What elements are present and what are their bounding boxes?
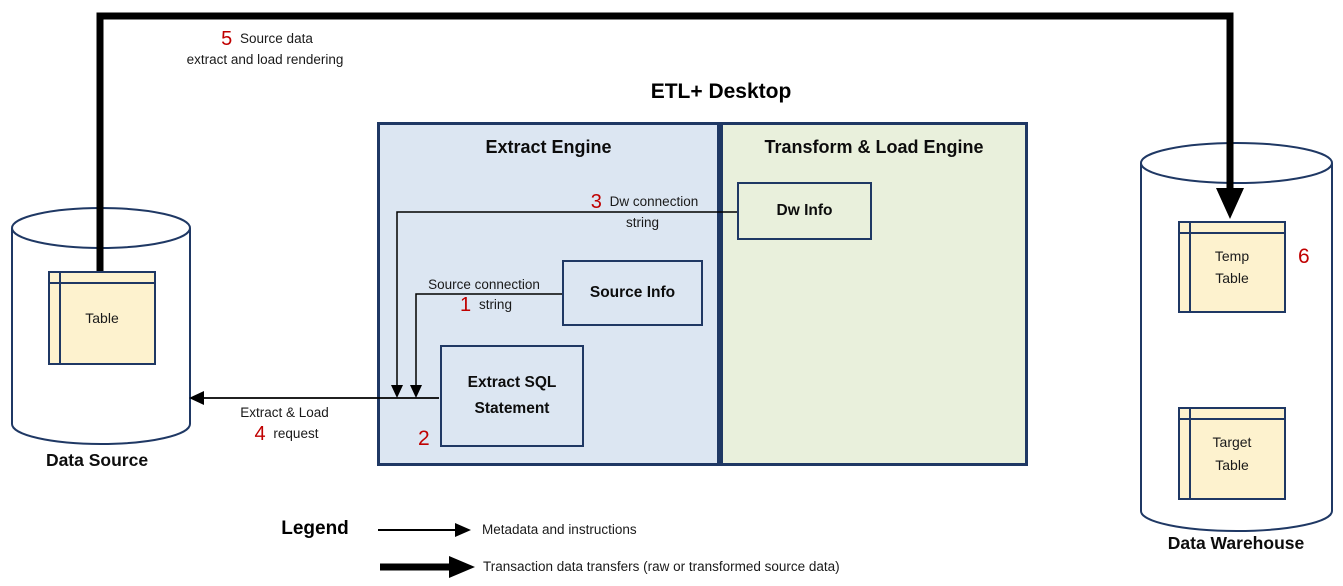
flow3-text: Dw connection xyxy=(609,194,699,209)
flow5-text: Source data xyxy=(240,31,313,46)
flow4-annotation: Extract & Load 4 request xyxy=(212,402,357,444)
flow3-annotation: 3 Dw connection string xyxy=(560,191,725,233)
flow4-number: 4 xyxy=(254,423,266,445)
target-table-label: Target Table xyxy=(1212,434,1252,473)
temp-table-label: Temp Table xyxy=(1214,247,1250,286)
source-table-label: Table xyxy=(85,309,119,326)
transform-load-engine-title: Transform & Load Engine xyxy=(764,137,984,157)
flow5-text2: extract and load rendering xyxy=(186,52,344,67)
flow1-text: Source connection xyxy=(428,277,540,292)
dw-info-box: Dw Info xyxy=(737,182,872,240)
page-title: ETL+ Desktop xyxy=(650,80,792,103)
flow3-text2: string xyxy=(625,215,659,230)
flow5-number: 5 xyxy=(221,28,233,50)
flow1-number: 1 xyxy=(460,294,472,316)
legend-thin-arrow-label: Metadata and instructions xyxy=(482,522,637,537)
legend-thin-arrow xyxy=(378,523,471,537)
flow5-annotation: 5 Source data extract and load rendering xyxy=(160,28,370,70)
flow2-number: 2 xyxy=(418,427,430,450)
flow1-text2: string xyxy=(478,297,512,312)
target-table-box: Target Table xyxy=(1178,407,1286,500)
flow4-text2: request xyxy=(273,426,319,441)
legend-thick-arrow-label: Transaction data transfers (raw or trans… xyxy=(483,559,840,574)
extract-sql-statement-box: Extract SQL Statement xyxy=(440,345,584,447)
legend-title: Legend xyxy=(281,518,349,539)
data-warehouse-label: Data Warehouse xyxy=(1167,533,1305,553)
data-source-label: Data Source xyxy=(45,450,149,470)
flow4-text: Extract & Load xyxy=(240,405,329,420)
dw-info-label: Dw Info xyxy=(776,202,833,219)
flow3-number: 3 xyxy=(590,191,602,213)
source-info-box: Source Info xyxy=(562,260,703,326)
source-info-label: Source Info xyxy=(589,284,676,301)
extract-sql-statement-label: Extract SQL Statement xyxy=(467,373,557,417)
flow6-number: 6 xyxy=(1298,245,1310,268)
transform-load-engine-box: Transform & Load Engine xyxy=(720,122,1028,466)
source-table-box: Table xyxy=(48,271,156,365)
legend-thick-arrow xyxy=(380,556,475,578)
extract-engine-title: Extract Engine xyxy=(485,137,612,157)
temp-table-box: Temp Table xyxy=(1178,221,1286,313)
flow1-annotation: Source connection 1 string xyxy=(413,275,555,315)
